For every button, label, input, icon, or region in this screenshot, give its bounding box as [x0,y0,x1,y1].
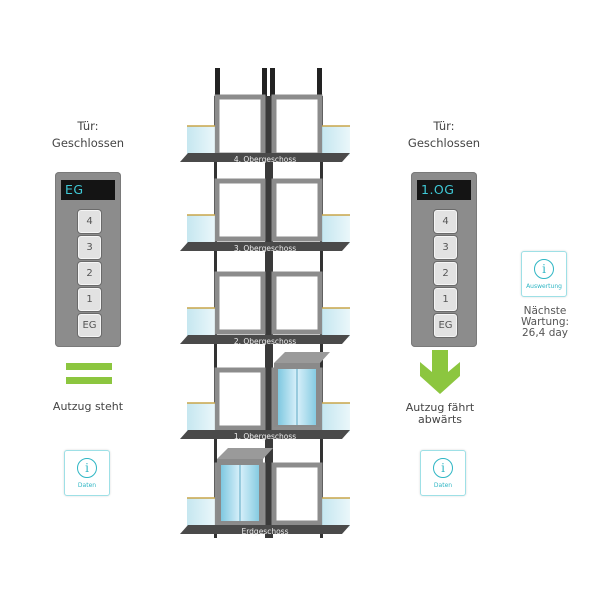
left-elevator-panel: EG 4 3 2 1 EG [55,172,121,347]
right-elevator-car [274,352,330,427]
maintenance-line1: Nächste [523,305,567,317]
right-elevator-panel: 1.OG 4 3 2 1 EG [411,172,477,347]
info-icon: i [534,259,554,279]
equals-icon [66,363,112,385]
arrow-down-icon [420,350,460,394]
info-icon: i [433,458,453,478]
right-door-label: Tür: [433,119,455,133]
floor-label-3og: 3. Obergeschoss [233,244,297,253]
left-floor-button-2[interactable]: 2 [78,262,101,285]
left-door-label: Tür: [77,119,99,133]
left-data-button[interactable]: i Daten [64,450,110,496]
right-floor-button-eg[interactable]: EG [434,314,457,337]
left-floor-display: EG [61,180,115,200]
maintenance-line2: Wartung: [520,316,570,328]
left-door-state: Geschlossen [51,136,125,150]
right-floor-button-1[interactable]: 1 [434,288,457,311]
maintenance-value: 26,4 day [521,327,569,339]
evaluation-caption: Auswertung [526,283,562,290]
maintenance-info: Nächste Wartung: 26,4 day [500,306,590,339]
left-floor-button-3[interactable]: 3 [78,236,101,259]
left-floor-button-eg[interactable]: EG [78,314,101,337]
left-door-status: Tür: Geschlossen [28,118,148,152]
right-floor-button-2[interactable]: 2 [434,262,457,285]
right-floor-button-4[interactable]: 4 [434,210,457,233]
left-elevator-car [217,448,273,523]
left-data-caption: Daten [77,482,97,489]
left-status-text: Autzug steht [52,400,124,413]
left-floor-button-1[interactable]: 1 [78,288,101,311]
info-icon: i [77,458,97,478]
right-door-state: Geschlossen [407,136,481,150]
floor-label-2og: 2. Obergeschoss [233,337,297,346]
right-data-button[interactable]: i Daten [420,450,466,496]
right-door-status: Tür: Geschlossen [384,118,504,152]
floor-label-1og: 1. Obergeschoss [233,432,297,441]
right-status-text: Autzug fährt abwärts [380,402,500,426]
evaluation-button[interactable]: i Auswertung [521,251,567,297]
right-floor-display: 1.OG [417,180,471,200]
floor-label-4og: 4. Obergeschoss [233,155,297,164]
floor-label-eg: Erdgeschoss [241,527,289,536]
right-status-line1: Autzug fährt [405,401,475,414]
right-status-line2: abwärts [417,413,463,426]
right-floor-button-3[interactable]: 3 [434,236,457,259]
elevator-shaft [180,68,350,538]
right-data-caption: Daten [433,482,453,489]
left-floor-button-4[interactable]: 4 [78,210,101,233]
